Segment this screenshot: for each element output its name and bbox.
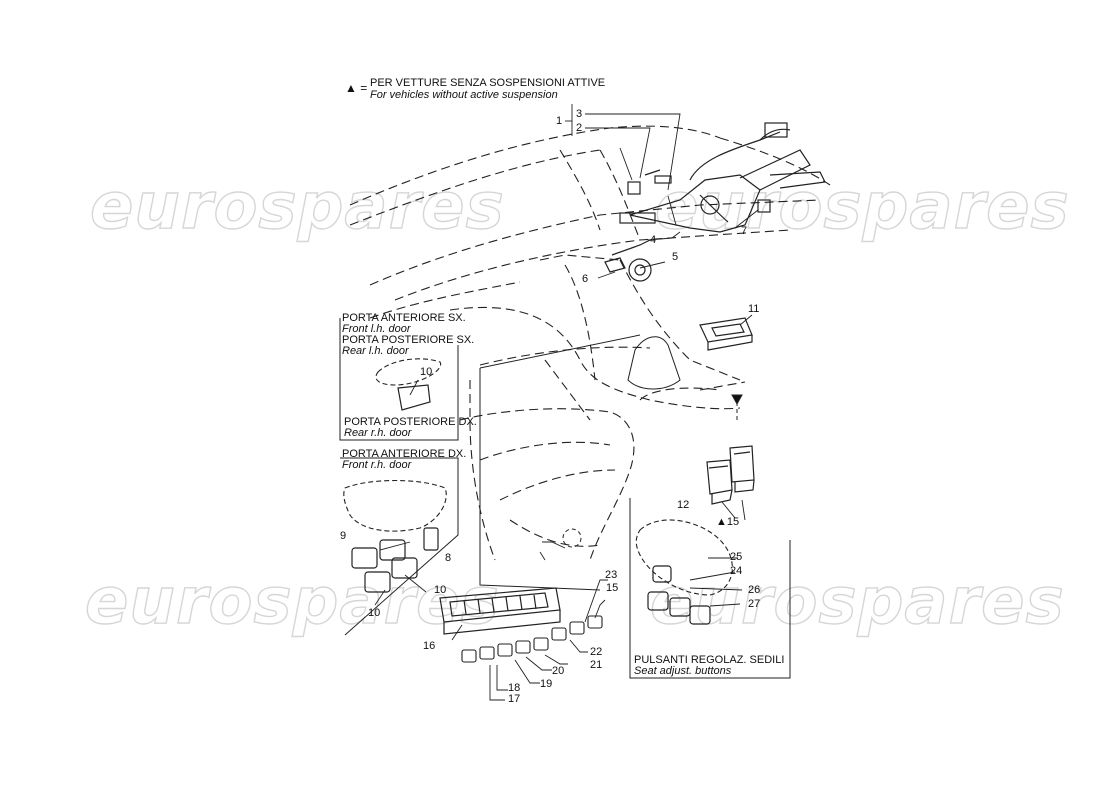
callout-8: 8 <box>445 552 452 564</box>
inset-left-top-frame <box>339 318 459 441</box>
inset-rear-lh-title: PORTA POSTERIORE SX. <box>342 334 475 346</box>
callout-26: 26 <box>748 584 761 596</box>
ignition-parts <box>604 239 652 282</box>
callout-19: 19 <box>540 678 553 690</box>
inset-rear-rh-title: PORTA POSTERIORE DX. <box>344 416 477 428</box>
inset-rear-rh-subtitle: Rear r.h. door <box>344 427 412 439</box>
callout-1: 1 <box>556 115 563 127</box>
callout-7: 7 <box>741 225 748 237</box>
callout-2: 2 <box>576 122 583 134</box>
watermark-top-right: eurospares <box>654 169 1070 244</box>
legend-line-en: For vehicles without active suspension <box>370 89 558 101</box>
part-11-switch <box>699 317 753 351</box>
parts-12-15-switches <box>706 445 755 505</box>
right-door-switches <box>351 527 439 593</box>
callout-16: 16 <box>423 640 436 652</box>
center-switch-panel <box>439 587 561 635</box>
inset-front-lh-subtitle: Front l.h. door <box>342 323 411 335</box>
inset-seat-adjust-subtitle: Seat adjust. buttons <box>634 665 732 677</box>
inset-rear-lh-subtitle: Rear l.h. door <box>342 345 409 357</box>
watermark-bottom-left: eurospares <box>84 564 500 639</box>
watermark-top-left: eurospares <box>89 169 505 244</box>
leader-lines <box>374 104 759 641</box>
callout-17: 17 <box>508 693 521 705</box>
callout-20: 20 <box>552 665 565 677</box>
legend-line-it: PER VETTURE SENZA SOSPENSIONI ATTIVE <box>370 77 606 89</box>
callout-9: 9 <box>340 530 347 542</box>
legend-symbol: ▲ = <box>345 81 368 95</box>
steering-switch-assembly <box>619 122 826 233</box>
callout-27: 27 <box>748 598 761 610</box>
inset-right-frame <box>629 498 791 679</box>
inset-left-bottom-frame <box>340 457 459 636</box>
small-switches-row <box>461 615 603 663</box>
callout-25: 25 <box>730 551 743 563</box>
callout-21: 21 <box>590 659 603 671</box>
interior-outline <box>349 125 831 561</box>
callout-6: 6 <box>582 273 589 285</box>
seat-box-line <box>479 368 601 591</box>
seat-adjust-switches <box>647 565 711 625</box>
inset-seat-adjust-title: PULSANTI REGOLAZ. SEDILI <box>634 654 785 666</box>
inset-front-rh-subtitle: Front r.h. door <box>342 459 412 471</box>
watermark-bottom-right: eurospares <box>649 564 1065 639</box>
callout-10-top: 10 <box>420 366 433 378</box>
callout-4: 4 <box>650 234 657 246</box>
callout-15: 15 <box>606 582 619 594</box>
callout-3: 3 <box>576 108 583 120</box>
callout-15-triangle: ▲15 <box>716 516 740 528</box>
callout-10-right: 10 <box>434 584 447 596</box>
callout-10-left: 10 <box>368 607 381 619</box>
callout-23: 23 <box>605 569 618 581</box>
callout-5: 5 <box>672 251 679 263</box>
inset-front-rh-title: PORTA ANTERIORE DX. <box>342 448 467 460</box>
inset-front-lh-title: PORTA ANTERIORE SX. <box>342 312 466 324</box>
callout-22: 22 <box>590 646 603 658</box>
callout-12: 12 <box>677 499 690 511</box>
callout-24: 24 <box>730 565 743 577</box>
callout-11: 11 <box>748 303 760 315</box>
callout-18: 18 <box>508 682 521 694</box>
